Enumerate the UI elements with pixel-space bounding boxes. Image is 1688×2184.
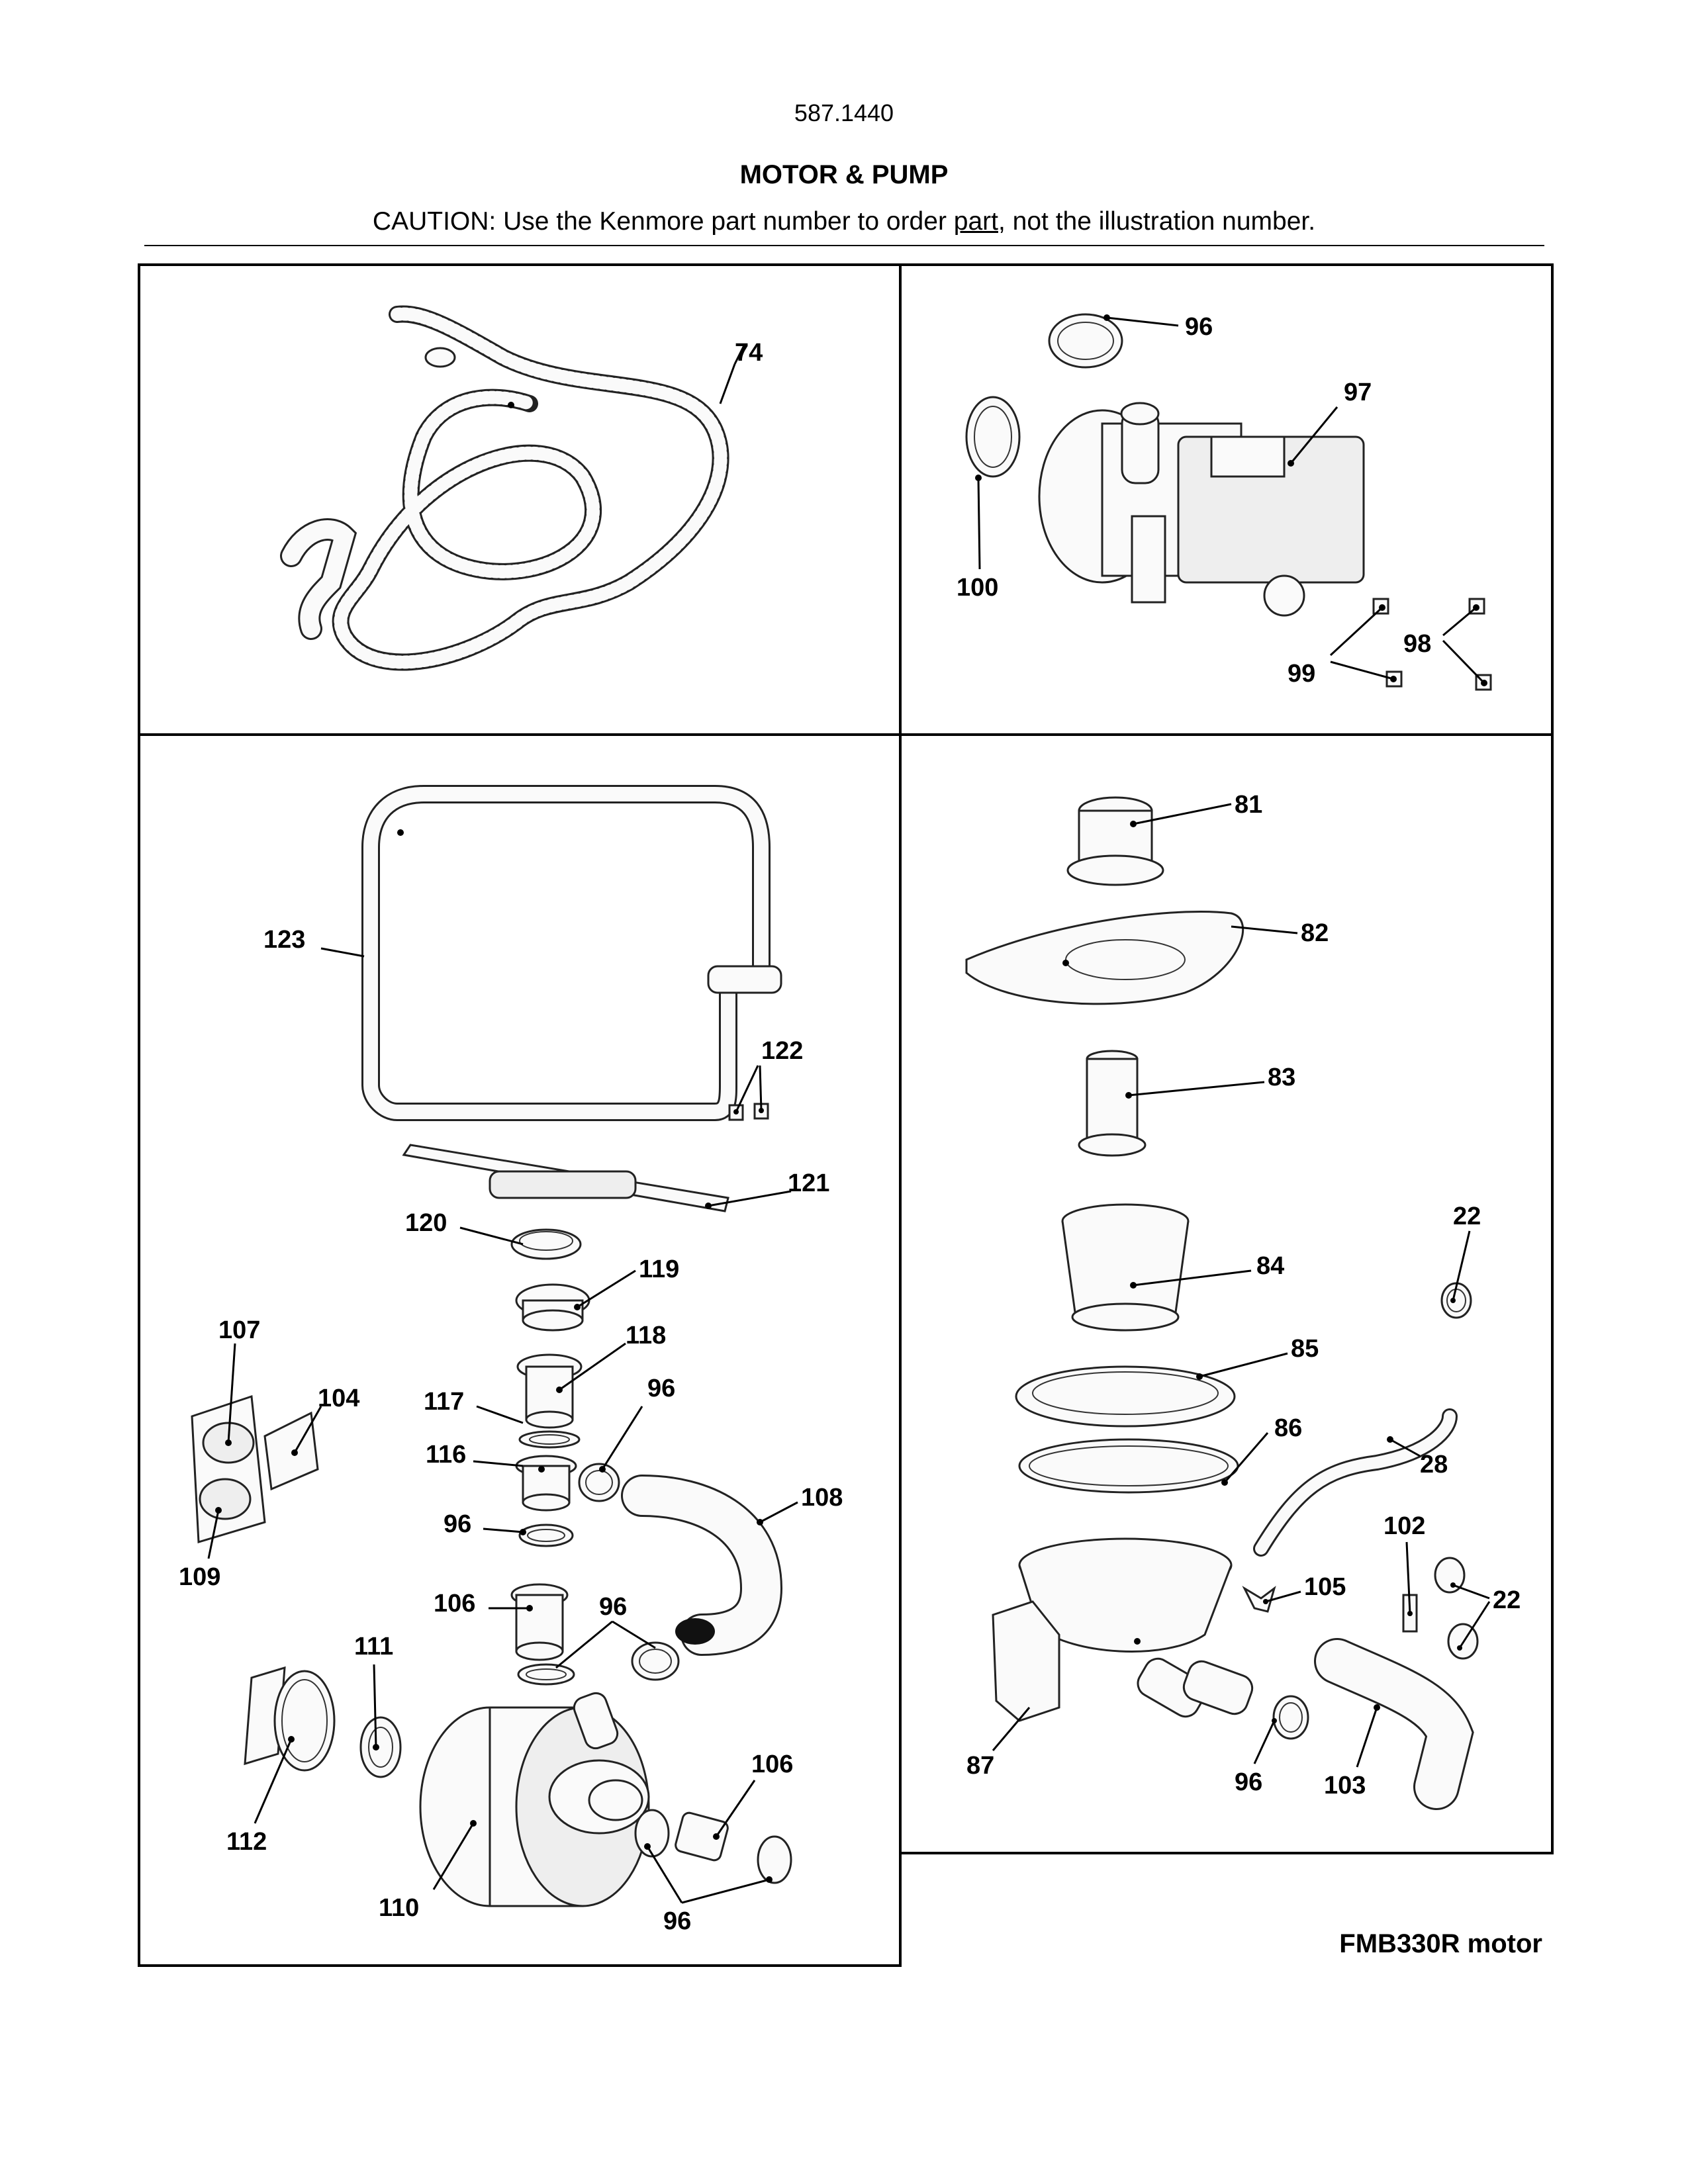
- callout-123: 123: [263, 926, 305, 954]
- leader-74: [719, 363, 736, 404]
- panel-frames: [138, 263, 1554, 1967]
- drain-hose-part[interactable]: [280, 305, 729, 671]
- callout-83: 83: [1268, 1064, 1295, 1091]
- callout-96-d: 96: [599, 1593, 627, 1621]
- hose-108[interactable]: [621, 1475, 783, 1656]
- ring-120[interactable]: [510, 1228, 582, 1260]
- callout-96-c: 96: [444, 1510, 471, 1538]
- leaders-panel2: [977, 316, 1485, 684]
- coupling-106-a[interactable]: [510, 1583, 569, 1661]
- callout-99: 99: [1288, 660, 1315, 688]
- gasket-123[interactable]: [361, 785, 782, 1121]
- callout-84: 84: [1256, 1252, 1284, 1280]
- callout-96-b: 96: [647, 1375, 675, 1402]
- callout-96-a: 96: [1185, 313, 1213, 341]
- callout-118: 118: [626, 1322, 666, 1349]
- model-number: 587.1440: [794, 99, 894, 126]
- callout-81: 81: [1235, 791, 1262, 819]
- filter-plate-82[interactable]: [965, 911, 1244, 1005]
- callout-22-a: 22: [1453, 1203, 1481, 1230]
- motor-note: FMB330R motor: [1339, 1929, 1542, 1958]
- clamp-96-pair[interactable]: [517, 1641, 680, 1686]
- drain-pump-part[interactable]: [1038, 402, 1365, 617]
- callout-106-b: 106: [751, 1751, 793, 1778]
- callout-112: 112: [226, 1828, 267, 1856]
- callout-104: 104: [318, 1385, 359, 1412]
- hose-end-cuff-icon: [424, 347, 456, 368]
- clamp-96-left[interactable]: [518, 1524, 574, 1547]
- callout-105: 105: [1304, 1573, 1346, 1601]
- diagram-title: MOTOR & PUMP: [739, 160, 949, 189]
- callout-121: 121: [788, 1169, 829, 1197]
- callout-96-f: 96: [1235, 1768, 1262, 1796]
- callout-100: 100: [957, 574, 998, 602]
- hose-clamp-100[interactable]: [965, 396, 1021, 481]
- callout-87: 87: [966, 1752, 994, 1780]
- callout-97: 97: [1344, 379, 1372, 406]
- spray-arm-121[interactable]: [402, 1144, 729, 1212]
- screws-99[interactable]: [1372, 598, 1403, 688]
- callout-86: 86: [1274, 1414, 1302, 1442]
- filter-housing-84[interactable]: [1061, 1203, 1190, 1332]
- hub-119[interactable]: [515, 1283, 590, 1332]
- callout-96-e: 96: [663, 1907, 691, 1935]
- leaders-panel4: [992, 803, 1491, 1768]
- caution-note: CAUTION: Use the Kenmore part number to …: [0, 207, 1688, 236]
- ring-85[interactable]: [1015, 1365, 1236, 1428]
- header-divider: [144, 245, 1544, 246]
- callout-22-b: 22: [1493, 1586, 1521, 1614]
- seal-111[interactable]: [359, 1716, 402, 1778]
- callout-111: 111: [354, 1633, 393, 1661]
- seal-86[interactable]: [1018, 1438, 1239, 1494]
- callout-119: 119: [639, 1255, 679, 1283]
- clamp-96-sump[interactable]: [1272, 1695, 1309, 1740]
- callout-98: 98: [1403, 630, 1431, 658]
- clamp-96-mid[interactable]: [578, 1463, 620, 1502]
- valve-107-109[interactable]: [191, 1394, 319, 1543]
- callout-28: 28: [1420, 1451, 1448, 1479]
- filter-cap-81[interactable]: [1066, 796, 1164, 886]
- bracket-112[interactable]: [244, 1666, 336, 1772]
- fitting-116[interactable]: [515, 1455, 577, 1512]
- callout-82: 82: [1301, 919, 1329, 947]
- hose-103[interactable]: [1314, 1638, 1474, 1810]
- callout-85: 85: [1291, 1335, 1319, 1363]
- pump-110[interactable]: [419, 1690, 650, 1907]
- callout-109: 109: [179, 1563, 220, 1591]
- callout-74: 74: [735, 339, 763, 367]
- filter-118[interactable]: [516, 1353, 583, 1429]
- callout-110: 110: [379, 1894, 419, 1922]
- screws-98[interactable]: [1468, 598, 1492, 691]
- hose-clamp-96-top[interactable]: [1048, 313, 1123, 369]
- coupling-106-b[interactable]: [634, 1809, 792, 1884]
- oring-117[interactable]: [518, 1430, 581, 1449]
- callout-117: 117: [424, 1388, 464, 1416]
- caution-part-link[interactable]: part: [953, 207, 998, 236]
- caution-suffix: , not the illustration number.: [998, 207, 1316, 236]
- panel-drain-hose: [138, 263, 902, 736]
- callout-107: 107: [218, 1316, 260, 1344]
- callout-103: 103: [1324, 1772, 1366, 1799]
- callout-122: 122: [761, 1037, 803, 1065]
- leaders-panel3: [207, 947, 798, 1904]
- callout-102: 102: [1383, 1512, 1425, 1540]
- callout-116: 116: [426, 1441, 466, 1469]
- tube-28[interactable]: [1253, 1408, 1458, 1557]
- callout-108: 108: [801, 1484, 843, 1512]
- panel-sump: [899, 733, 1554, 1854]
- caution-prefix: CAUTION: Use the Kenmore part number to …: [372, 207, 954, 236]
- callout-106-a: 106: [434, 1590, 475, 1617]
- sump-87[interactable]: [992, 1537, 1256, 1722]
- filter-83[interactable]: [1078, 1050, 1147, 1157]
- callout-120: 120: [405, 1209, 447, 1237]
- leader-74b: [733, 343, 746, 365]
